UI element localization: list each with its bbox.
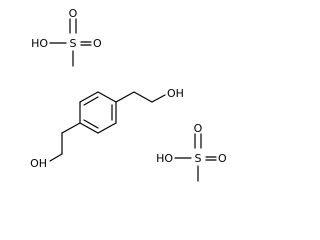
o-top-label: O: [69, 7, 78, 20]
ho-label: HO: [156, 152, 173, 165]
ring-bond-2: [97, 91, 117, 103]
oh-right-label: OH: [167, 87, 184, 100]
o-right-label: O: [93, 37, 102, 50]
ring-double-3: [83, 119, 99, 129]
ring-bond-5: [79, 122, 99, 134]
chain-right-3: [151, 94, 166, 103]
mesylate-top: O O S HO: [31, 7, 102, 67]
oh-left-label: OH: [30, 157, 47, 170]
ring-bond-1: [79, 91, 99, 103]
o-right-label: O: [218, 152, 227, 165]
s-label: S: [70, 37, 77, 50]
chain-right-1: [115, 91, 135, 103]
mesylate-bottom: O O S HO: [156, 122, 227, 182]
ho-label: HO: [31, 37, 48, 50]
ring-bond-4: [97, 122, 117, 134]
s-label: S: [195, 152, 202, 165]
ring-double-1: [83, 96, 99, 106]
diol-molecule: OH OH: [30, 87, 184, 170]
chain-left-3: [49, 153, 63, 162]
chain-left-1: [61, 122, 81, 134]
o-top-label: O: [194, 122, 203, 135]
structure-canvas: O O S HO OH OH O O S: [30, 7, 227, 182]
chain-right-2: [133, 91, 153, 103]
